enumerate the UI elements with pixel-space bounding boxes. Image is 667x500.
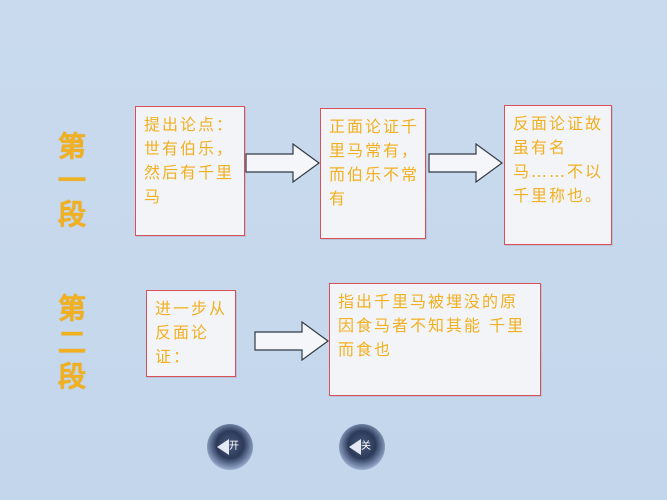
section-label-1-char-2: 一 (57, 164, 86, 197)
box-section1-claim-text: 提出论点：世有伯乐，然后有千里马 (144, 115, 235, 206)
section-label-2: 第 二 段 (52, 292, 92, 394)
previous-button-label: 开 (229, 441, 239, 452)
section-label-1: 第 一 段 (52, 130, 92, 232)
play-back-icon (349, 439, 361, 455)
box-section1-positive-text: 正面论证千里马常有，而伯乐不常有 (329, 117, 420, 208)
section-label-2-char-3: 段 (57, 360, 86, 393)
box-section1-positive: 正面论证千里马常有，而伯乐不常有 (320, 108, 426, 239)
box-section2-further-text: 进一步从反面论证： (155, 299, 228, 366)
arrow-right-icon (254, 321, 330, 361)
box-section1-claim: 提出论点：世有伯乐，然后有千里马 (135, 106, 245, 236)
box-section2-reason: 指出千里马被埋没的原因食马者不知其能 千里而食也 (329, 283, 541, 396)
section-label-1-char-3: 段 (57, 198, 86, 231)
play-back-icon (217, 439, 229, 455)
arrow-right-icon (245, 143, 321, 183)
box-section1-negative-text: 反面论证故虽有名马……不以千里称也。 (513, 114, 604, 205)
section-label-2-char-2: 二 (57, 326, 86, 359)
box-section2-further: 进一步从反面论证： (146, 290, 236, 377)
next-button-label: 关 (361, 441, 371, 452)
next-button[interactable]: 关 (339, 424, 385, 470)
previous-button[interactable]: 开 (207, 424, 253, 470)
section-label-1-char-1: 第 (57, 130, 86, 163)
section-label-2-char-1: 第 (57, 292, 86, 325)
box-section1-negative: 反面论证故虽有名马……不以千里称也。 (504, 105, 612, 245)
arrow-right-icon (428, 143, 504, 183)
box-section2-reason-text: 指出千里马被埋没的原因食马者不知其能 千里而食也 (338, 292, 526, 359)
